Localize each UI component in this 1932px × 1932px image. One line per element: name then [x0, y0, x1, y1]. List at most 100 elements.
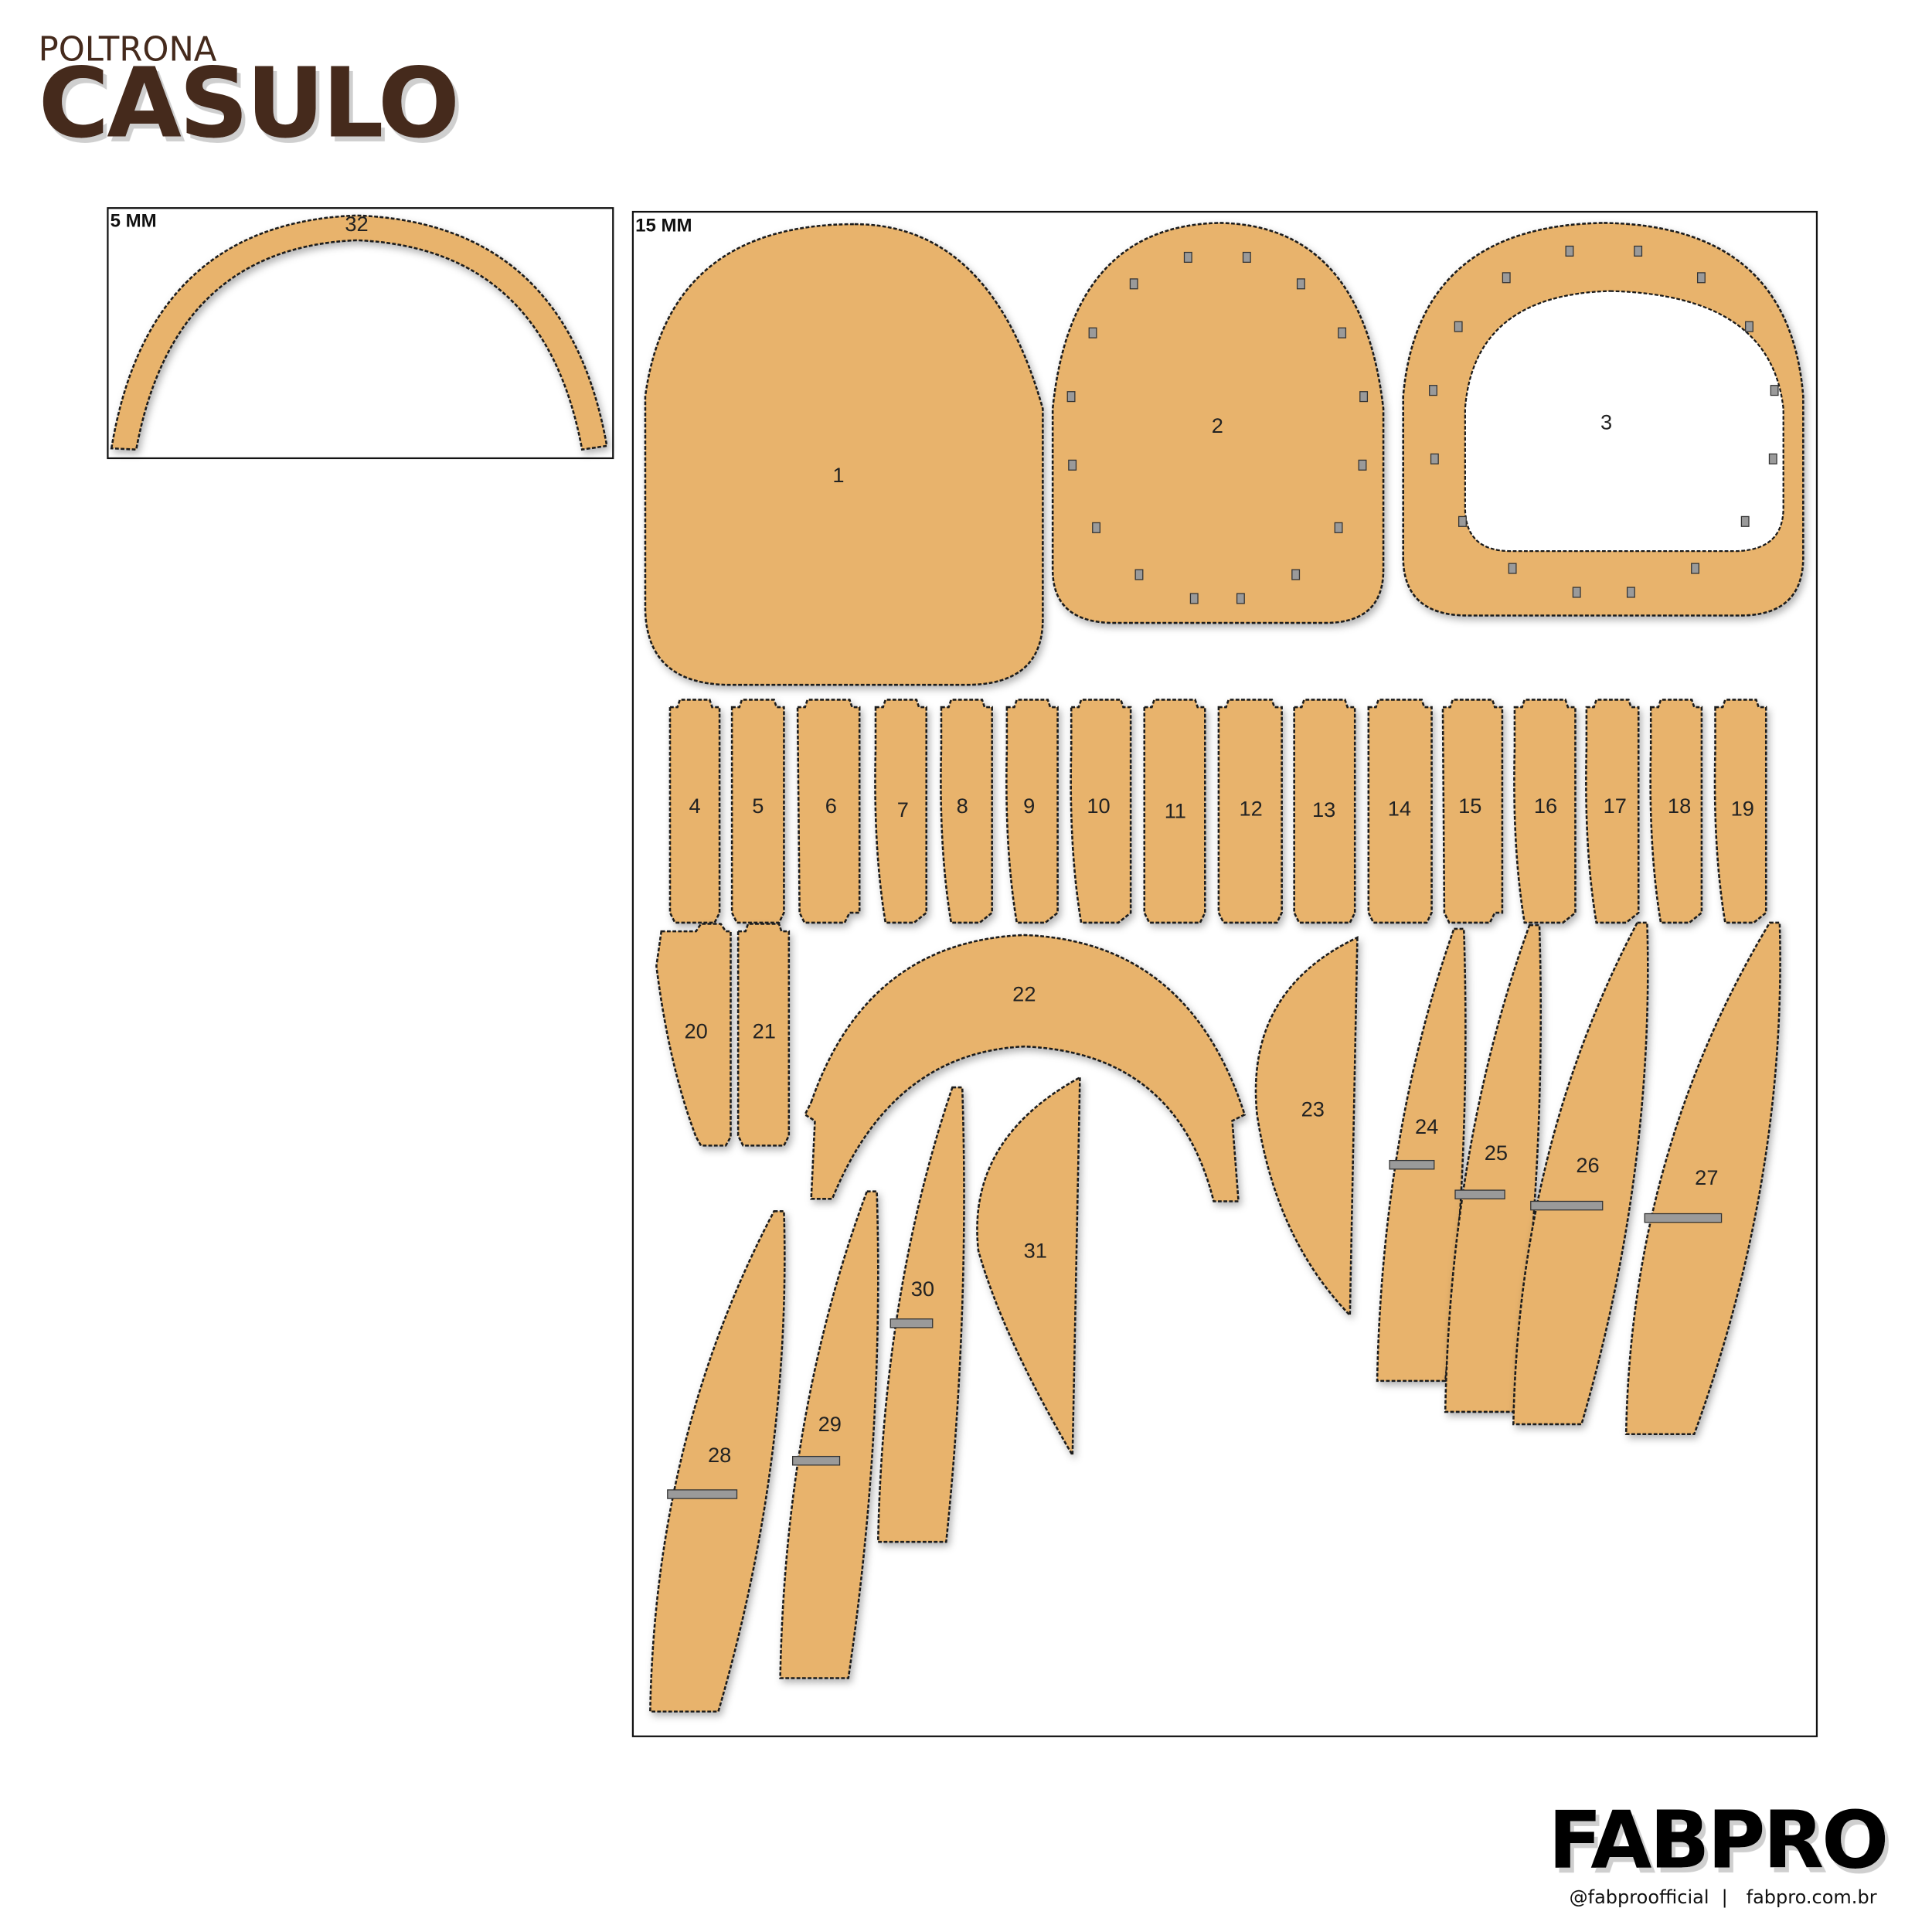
part-23: 23 — [1254, 936, 1359, 1318]
joint-slot — [1634, 245, 1643, 257]
joint-slot — [1626, 587, 1635, 598]
part-9: 9 — [1005, 699, 1059, 924]
part-20: 20 — [655, 923, 732, 1147]
part-number: 27 — [1695, 1165, 1718, 1189]
joint-slot — [1291, 569, 1301, 580]
part-2-shape — [1051, 222, 1385, 624]
joint-slot — [1092, 522, 1101, 533]
part-number: 26 — [1576, 1153, 1599, 1177]
part-18: 18 — [1649, 699, 1703, 924]
part-number: 11 — [1165, 798, 1186, 822]
part-24-slot — [1389, 1159, 1435, 1170]
joint-slot — [1134, 569, 1144, 580]
joint-slot — [1183, 251, 1192, 264]
part-number: 29 — [818, 1412, 842, 1436]
part-8: 8 — [940, 699, 993, 924]
joint-slot — [1565, 245, 1574, 257]
part-31-shape — [976, 1076, 1081, 1459]
part-28: 28 — [649, 1210, 786, 1713]
joint-slot — [1359, 391, 1369, 403]
part-number: 18 — [1668, 794, 1691, 818]
part-number: 5 — [752, 794, 764, 818]
part-3-cutout — [1464, 290, 1784, 553]
part-9-shape — [1005, 699, 1059, 924]
part-number: 9 — [1023, 794, 1035, 818]
part-4: 4 — [668, 699, 721, 924]
part-18-shape — [1649, 699, 1703, 924]
part-number: 32 — [345, 212, 368, 236]
part-5-shape — [730, 699, 785, 924]
part-6-shape — [796, 699, 861, 924]
part-19-shape — [1713, 699, 1767, 924]
part-13: 13 — [1293, 699, 1356, 924]
part-20-shape — [655, 923, 732, 1147]
part-number: 7 — [897, 798, 909, 821]
joint-slot — [1236, 593, 1245, 604]
joint-slot — [1129, 278, 1138, 290]
part-5: 5 — [730, 699, 785, 924]
part-number: 23 — [1301, 1097, 1325, 1121]
joint-slot — [1338, 327, 1347, 338]
footer-separator: | — [1722, 1886, 1728, 1908]
instagram-handle: @fabproofficial — [1570, 1886, 1709, 1908]
website: fabpro.com.br — [1747, 1886, 1877, 1908]
joint-slot — [1088, 327, 1097, 338]
part-23-shape — [1254, 936, 1359, 1318]
part-11: 11 — [1143, 699, 1206, 924]
part-number: 6 — [825, 794, 837, 818]
part-28-slot — [667, 1489, 738, 1499]
part-22-shape — [803, 934, 1247, 1202]
part-number: 15 — [1458, 794, 1481, 818]
joint-slot — [1429, 385, 1437, 396]
part-29-slot — [792, 1455, 841, 1466]
joint-slot — [1572, 587, 1581, 598]
part-number: 30 — [911, 1277, 934, 1301]
part-number: 17 — [1604, 794, 1627, 818]
part-19: 19 — [1713, 699, 1767, 924]
part-28-shape — [649, 1210, 786, 1713]
part-29: 29 — [779, 1190, 879, 1679]
joint-slot — [1458, 515, 1467, 527]
part-6: 6 — [796, 699, 861, 924]
joint-slot — [1770, 385, 1779, 396]
part-number: 21 — [753, 1019, 776, 1043]
part-7-shape — [874, 699, 927, 924]
part-10: 10 — [1070, 699, 1132, 924]
part-number: 14 — [1388, 796, 1411, 820]
joint-slot — [1296, 278, 1305, 290]
joint-slot — [1745, 321, 1753, 332]
part-1: 1 — [644, 223, 1044, 686]
part-32-shape — [110, 214, 608, 451]
part-13-shape — [1293, 699, 1356, 924]
part-number: 1 — [832, 463, 844, 487]
part-number: 2 — [1212, 413, 1223, 437]
part-number: 31 — [1024, 1238, 1047, 1262]
part-number: 12 — [1239, 796, 1262, 820]
part-number: 8 — [957, 794, 968, 818]
part-11-shape — [1143, 699, 1206, 924]
part-32: 32 — [110, 212, 608, 451]
sheet-5mm-border — [107, 207, 614, 460]
part-12-shape — [1217, 699, 1283, 924]
joint-slot — [1696, 272, 1706, 284]
part-26: 26 — [1512, 921, 1649, 1426]
part-number: 24 — [1415, 1114, 1438, 1138]
part-17: 17 — [1585, 699, 1640, 924]
part-21: 21 — [736, 923, 791, 1147]
part-1-shape — [644, 223, 1044, 686]
joint-slot — [1740, 515, 1750, 527]
part-31: 31 — [976, 1076, 1081, 1459]
page-title: CASULO — [39, 47, 457, 159]
part-14: 14 — [1367, 699, 1433, 924]
joint-slot — [1358, 459, 1367, 471]
part-number: 10 — [1087, 794, 1110, 818]
part-27: 27 — [1624, 921, 1781, 1436]
sheet-15mm-border — [631, 210, 1818, 1737]
title-subtitle: POLTRONA — [39, 31, 217, 70]
joint-slot — [1430, 453, 1439, 464]
part-8-shape — [940, 699, 993, 924]
sheet-5mm-label: 5 MM — [111, 210, 157, 231]
joint-slot — [1508, 563, 1517, 574]
part-number: 19 — [1731, 796, 1754, 820]
